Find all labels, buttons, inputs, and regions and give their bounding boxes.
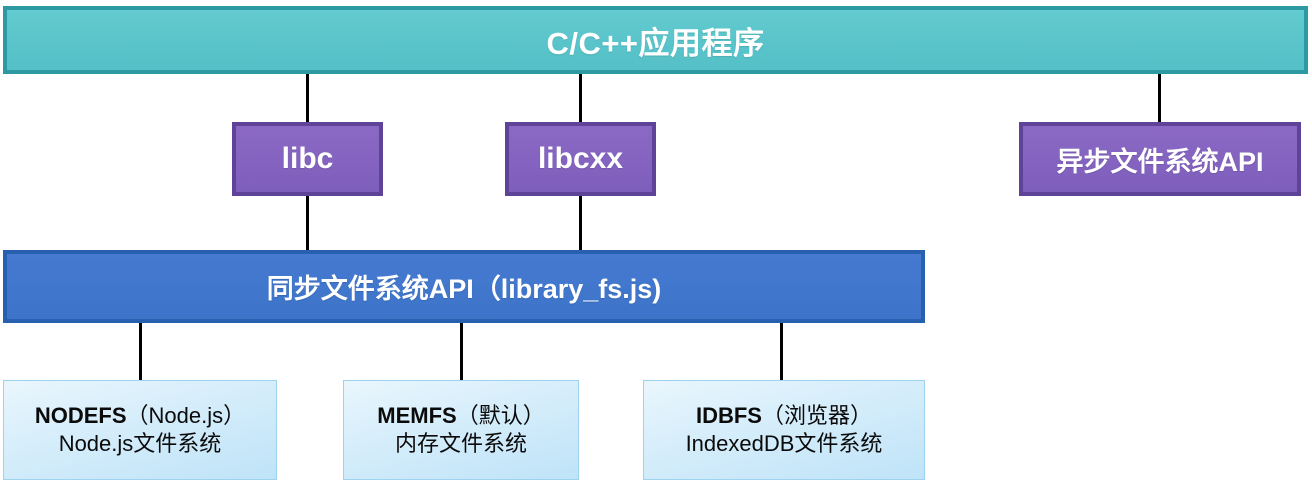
idbfs-subtitle: IndexedDB文件系统	[685, 431, 883, 456]
app-layer-box[interactable]: C/C++应用程序	[3, 6, 1308, 74]
connector-sync-fs-api-to-nodefs	[139, 320, 142, 382]
nodefs-title-paren: （Node.js）	[126, 402, 246, 428]
nodefs-subtitle: Node.js文件系统	[58, 431, 222, 456]
libc-label: libc	[281, 142, 334, 175]
idbfs-title-paren: （浏览器）	[761, 402, 872, 428]
app-layer-label: C/C++应用程序	[546, 25, 765, 61]
async-fs-api-box[interactable]: 异步文件系统API	[1019, 122, 1301, 196]
idbfs-box[interactable]: IDBFS（浏览器） IndexedDB文件系统	[643, 380, 925, 480]
sync-fs-api-label: 同步文件系统API（library_fs.js)	[266, 274, 662, 304]
memfs-title: MEMFS（默认）	[377, 402, 544, 430]
libcxx-box[interactable]: libcxx	[505, 122, 656, 196]
nodefs-title-strong: NODEFS	[34, 402, 127, 428]
nodefs-title: NODEFS（Node.js）	[35, 402, 245, 430]
connector-app-to-libcxx	[579, 72, 582, 126]
connector-libcxx-to-sync-fs-api	[579, 194, 582, 254]
async-fs-api-label: 异步文件系统API	[1056, 146, 1264, 177]
connector-app-to-libc	[306, 72, 309, 126]
sync-fs-api-box[interactable]: 同步文件系统API（library_fs.js)	[3, 250, 925, 323]
libcxx-label: libcxx	[537, 142, 624, 175]
nodefs-box[interactable]: NODEFS（Node.js） Node.js文件系统	[3, 380, 277, 480]
connector-libc-to-sync-fs-api	[306, 194, 309, 254]
memfs-title-paren: （默认）	[456, 402, 545, 428]
idbfs-title-strong: IDBFS	[695, 402, 762, 428]
idbfs-title: IDBFS（浏览器）	[696, 402, 872, 430]
memfs-box[interactable]: MEMFS（默认） 内存文件系统	[343, 380, 579, 480]
memfs-title-strong: MEMFS	[377, 402, 457, 428]
connector-sync-fs-api-to-memfs	[460, 320, 463, 382]
memfs-subtitle: 内存文件系统	[394, 431, 527, 456]
libc-box[interactable]: libc	[232, 122, 383, 196]
connector-sync-fs-api-to-idbfs	[780, 320, 783, 382]
connector-app-to-async-fs-api	[1158, 72, 1161, 126]
